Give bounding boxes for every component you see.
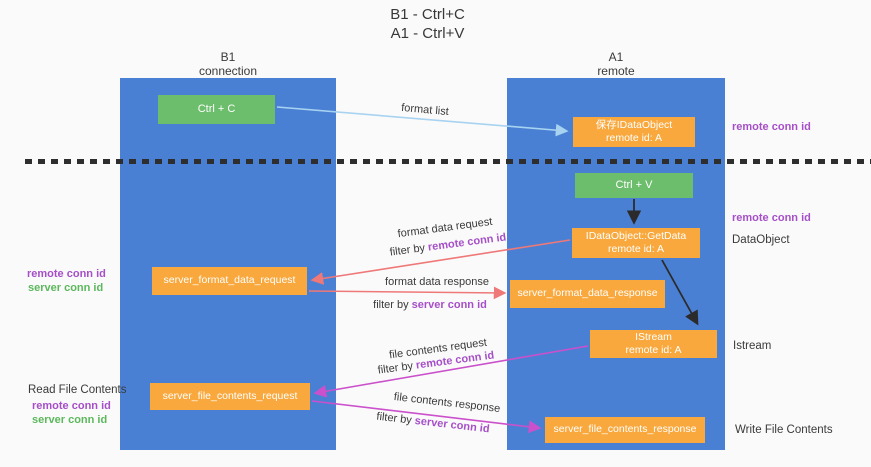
server-file-contents-response-box: server_file_contents_response (545, 417, 705, 443)
ctrl-c-label: Ctrl + C (197, 102, 236, 115)
diagram-title: B1 - Ctrl+C A1 - Ctrl+V (330, 6, 525, 44)
server-format-data-request-label: server_format_data_request (163, 274, 296, 287)
format-data-response-filter-label: filter by server conn id (373, 299, 487, 311)
phase-separator-dashed-line (25, 159, 871, 164)
ctrl-c-box: Ctrl + C (158, 95, 275, 124)
title-line-2: A1 - Ctrl+V (390, 24, 465, 42)
server-file-contents-request-box: server_file_contents_request (150, 383, 310, 410)
format-data-response-label: format data response (385, 276, 489, 288)
format-list-label: format list (400, 101, 450, 119)
filter-by-text: filter by (375, 410, 416, 427)
file-contents-response-filter-label: filter by server conn id (376, 411, 490, 436)
left-server-conn-id-annotation-1: server conn id (28, 282, 104, 294)
istream-line1: IStream (635, 330, 672, 343)
server-file-contents-request-label: server_file_contents_request (162, 389, 298, 402)
format-data-response-arrow (308, 286, 507, 300)
filter-by-text: filter by (389, 241, 429, 259)
left-remote-conn-id-annotation-1: remote conn id (27, 268, 106, 280)
right-column-role: remote (597, 64, 635, 79)
filter-by-text: filter by (373, 299, 412, 311)
left-server-conn-id-annotation-2: server conn id (32, 414, 108, 426)
getdata-line2: remote id: A (607, 243, 665, 255)
idataobject-getdata-box: IDataObject::GetData remote id: A (572, 228, 700, 258)
title-line-1: B1 - Ctrl+C (390, 6, 465, 23)
istream-box: IStream remote id: A (590, 330, 717, 358)
left-column-role: connection (198, 64, 258, 79)
server-format-data-response-label: server_format_data_response (517, 287, 658, 300)
ctrl-v-box: Ctrl + V (575, 173, 693, 198)
save-idataobject-box: 保存IDataObject remote id: A (573, 117, 695, 147)
right-column-name: A1 (608, 50, 624, 64)
filter-by-text: filter by (377, 359, 417, 377)
server-format-data-response-box: server_format_data_response (510, 280, 665, 308)
remote-conn-id-annotation-mid: remote conn id (732, 212, 811, 224)
file-contents-response-label: file contents response (393, 390, 501, 416)
dataobject-annotation: DataObject (732, 234, 790, 246)
left-column-header: B1 connection (158, 50, 298, 79)
save-idataobject-line1: 保存IDataObject (595, 118, 673, 131)
server-file-contents-response-label: server_file_contents_response (553, 423, 697, 436)
save-idataobject-line2: remote id: A (605, 132, 663, 144)
remote-conn-id-annotation-top: remote conn id (732, 121, 811, 133)
ctrl-v-label: Ctrl + V (615, 178, 653, 191)
left-remote-conn-id-annotation-2: remote conn id (32, 400, 111, 412)
left-column-name: B1 (220, 50, 236, 64)
server-conn-id-text: server conn id (414, 414, 491, 436)
server-format-data-request-box: server_format_data_request (152, 267, 307, 295)
read-file-contents-annotation: Read File Contents (28, 384, 127, 396)
write-file-contents-annotation: Write File Contents (735, 424, 833, 436)
right-column-header: A1 remote (546, 50, 686, 79)
server-conn-id-text: server conn id (411, 299, 487, 311)
istream-annotation: Istream (733, 340, 772, 352)
istream-line2: remote id: A (625, 344, 682, 356)
getdata-line1: IDataObject::GetData (585, 229, 687, 242)
